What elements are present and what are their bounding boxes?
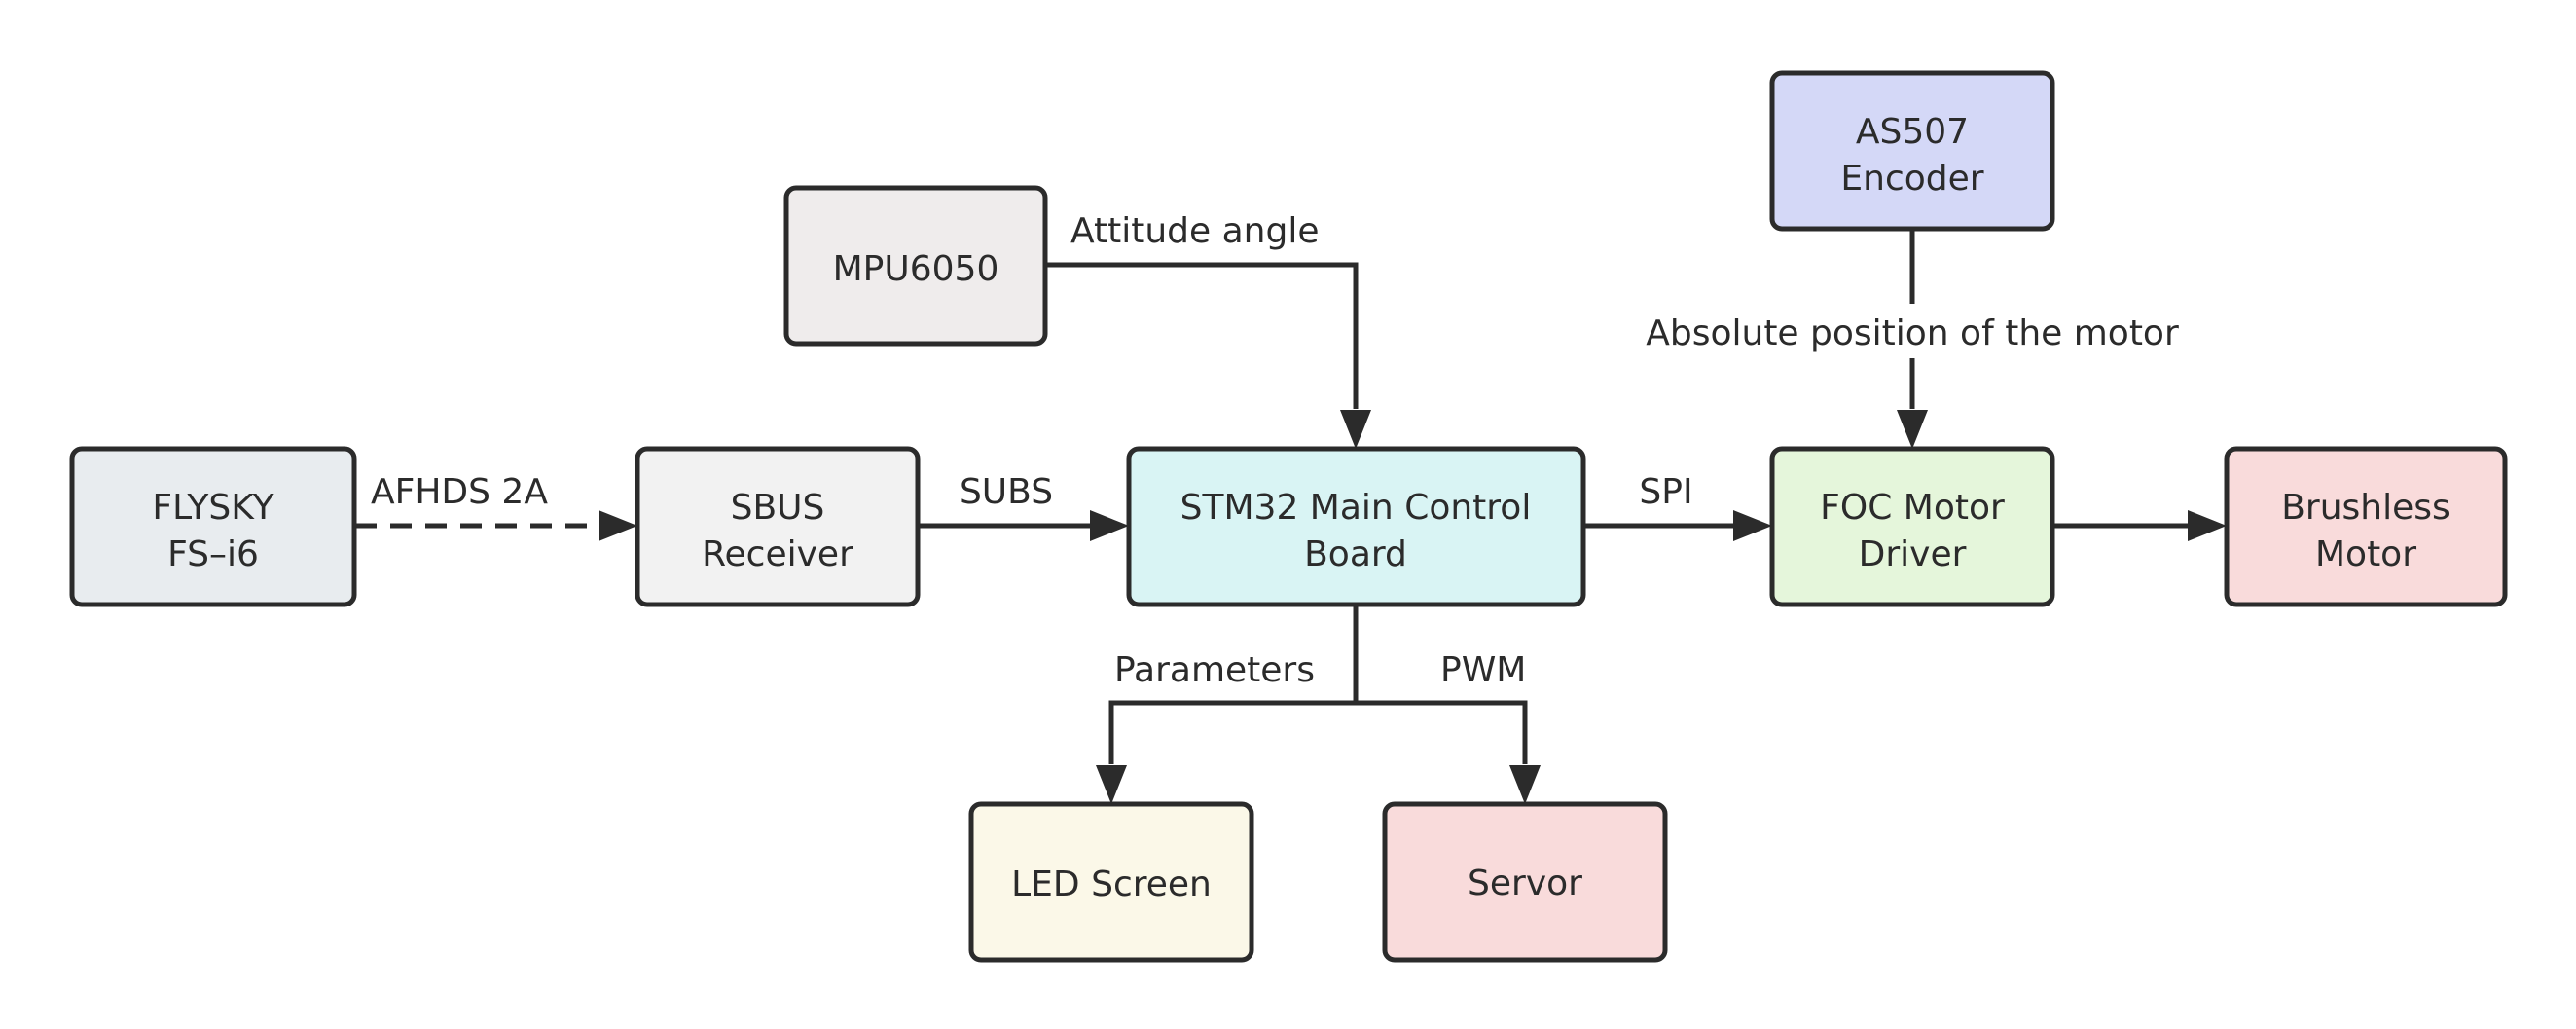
node-sbus-label-1: SBUS (731, 488, 825, 528)
node-led-box (968, 801, 1254, 963)
edge-parameters-arrow (1096, 765, 1127, 804)
node-flysky-label-1: FLYSKY (152, 488, 274, 528)
edge-attitude-arrow (1340, 410, 1371, 449)
edge-label-spi: SPI (1639, 472, 1692, 512)
node-as507-encoder: AS507 Encoder (1769, 70, 2055, 232)
edge-label-pwm: PWM (1440, 650, 1526, 690)
edge-attitude-line (1045, 262, 1359, 409)
edge-label-subs: SUBS (960, 472, 1053, 512)
edge-absolute-arrow (1897, 410, 1928, 449)
node-led-label-1: LED Screen (1011, 864, 1212, 904)
edge-parameters: Parameters (1096, 604, 1359, 804)
edge-spi: SPI (1584, 472, 1772, 541)
node-stm32-label-2: Board (1304, 534, 1407, 574)
node-as507-label-1: AS507 (1856, 112, 1969, 152)
edge-absolute: Absolute position of the motor (1646, 231, 2179, 449)
node-motor-label-1: Brushless (2281, 488, 2450, 528)
edge-pwm: PWM (1356, 650, 1541, 804)
edge-label-afhds: AFHDS 2A (371, 472, 548, 512)
edge-label-parameters: Parameters (1114, 650, 1315, 690)
node-servor-label-1: Servor (1468, 864, 1582, 903)
node-as507-box (1769, 70, 2055, 232)
node-brushless-motor: Brushless Motor (2224, 446, 2508, 607)
node-flysky-label-2: FS–i6 (167, 534, 259, 574)
edge-label-attitude: Attitude angle (1070, 211, 1319, 251)
node-motor-box (2224, 446, 2508, 607)
node-foc-box (1769, 446, 2055, 607)
node-stm32-box (1126, 446, 1586, 607)
edge-pwm-arrow (1509, 765, 1541, 804)
edge-afhds-arrow (599, 510, 637, 541)
edge-pwm-line (1356, 700, 1528, 764)
edge-attitude: Attitude angle (1045, 211, 1371, 449)
node-sbus-receiver: SBUS Receiver (635, 446, 921, 607)
node-sbus-label-2: Receiver (702, 534, 853, 574)
node-mpu-label-1: MPU6050 (833, 249, 999, 289)
edge-subs: SUBS (919, 472, 1129, 541)
node-sbus-box (635, 446, 921, 607)
node-stm32-label-1: STM32 Main Control (1180, 488, 1532, 528)
node-servor-box (1382, 801, 1668, 963)
node-stm32-board: STM32 Main Control Board (1126, 446, 1586, 607)
edge-to-motor (2051, 510, 2227, 541)
node-flysky-box (69, 446, 357, 607)
node-mpu-box (783, 185, 1048, 347)
node-mpu6050: MPU6050 (783, 185, 1048, 347)
node-foc-label-1: FOC Motor (1820, 488, 2005, 528)
node-flysky: FLYSKY FS–i6 (69, 446, 357, 607)
node-foc-label-2: Driver (1859, 534, 1967, 574)
node-led-screen: LED Screen (968, 801, 1254, 963)
node-as507-label-2: Encoder (1840, 159, 1983, 199)
node-foc-driver: FOC Motor Driver (1769, 446, 2055, 607)
edge-to-motor-arrow (2188, 510, 2227, 541)
node-motor-label-2: Motor (2315, 534, 2416, 574)
edge-spi-arrow (1733, 510, 1772, 541)
edge-subs-arrow (1090, 510, 1129, 541)
node-servor: Servor (1382, 801, 1668, 963)
edge-label-absolute: Absolute position of the motor (1646, 313, 2179, 353)
edge-parameters-line (1108, 604, 1359, 764)
edge-afhds: AFHDS 2A (355, 472, 637, 541)
